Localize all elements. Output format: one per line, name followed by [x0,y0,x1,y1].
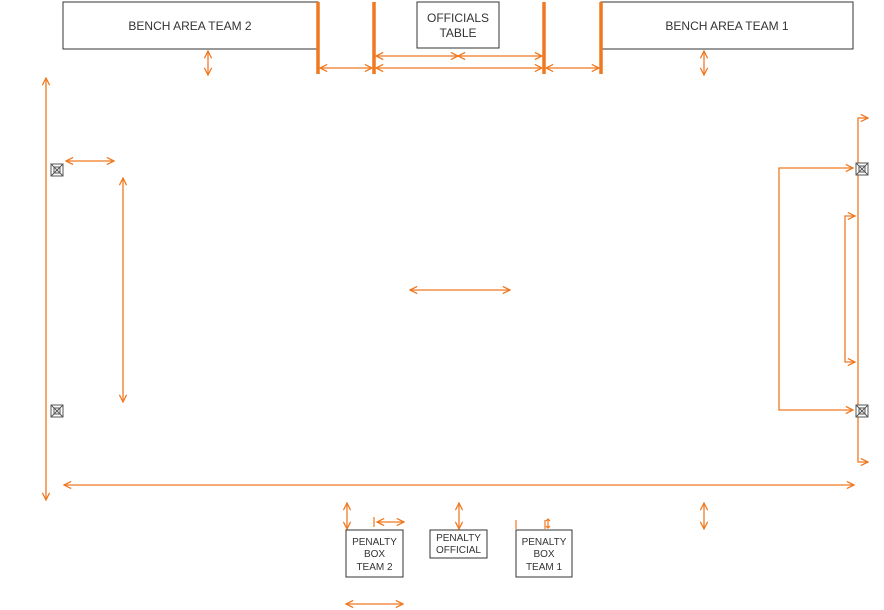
bench-area-team-2-label: BENCH AREA TEAM 2 [128,19,251,33]
penalty-official-line-2: OFFICIAL [436,545,481,556]
penalty-box-team-2-line-3: TEAM 2 [356,562,393,573]
penalty-official: PENALTY OFFICIAL [429,529,488,559]
penalty-box-team-1: PENALTY BOX TEAM 1 [515,529,573,578]
goal-marker-icon [855,404,869,418]
penalty-box-team-2-line-1: PENALTY [352,537,397,548]
goal-marker-icon [855,162,869,176]
goal-marker-icon [50,404,64,418]
penalty-box-team-1-line-3: TEAM 1 [526,562,563,573]
bench-area-team-2: BENCH AREA TEAM 2 [62,1,319,50]
officials-table-label-line-2: TABLE [439,26,476,40]
goal-marker-icon [50,163,64,177]
penalty-box-team-2: PENALTY BOX TEAM 2 [345,529,404,578]
penalty-official-line-1: PENALTY [436,533,481,544]
penalty-box-team-1-line-2: BOX [533,549,554,560]
goal-markers [50,162,869,418]
tick-marks [373,517,551,529]
tick-mark [545,518,551,529]
officials-table: OFFICIALS TABLE [416,1,500,49]
arrow-icon [778,168,853,410]
arrow-icon [844,216,855,362]
dimension-arrows [46,51,868,604]
officials-table-label-line-1: OFFICIALS [427,11,489,25]
arrow-icon [857,118,868,462]
bench-area-team-1: BENCH AREA TEAM 1 [600,1,854,50]
penalty-box-team-1-line-1: PENALTY [522,537,567,548]
penalty-box-team-2-line-2: BOX [364,549,385,560]
bench-dividers [316,2,603,74]
bench-area-team-1-label: BENCH AREA TEAM 1 [665,19,788,33]
